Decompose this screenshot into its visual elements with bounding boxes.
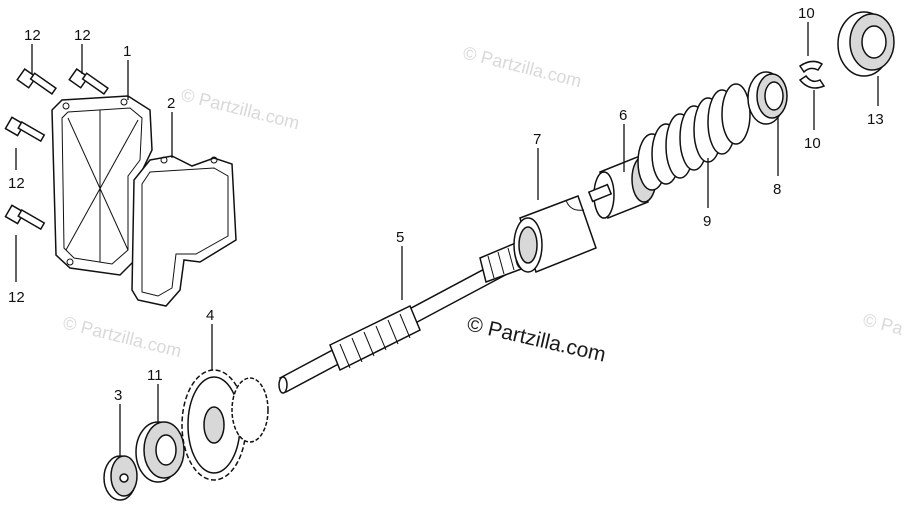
callout-12-top-left: 12 <box>24 27 41 44</box>
callout-12-middle: 12 <box>8 175 25 192</box>
callout-10-top: 10 <box>798 5 815 22</box>
callout-11: 11 <box>147 367 163 384</box>
callout-12-bottom: 12 <box>8 289 25 306</box>
bolt-12c <box>4 116 46 143</box>
bolt-12d <box>4 204 46 231</box>
bearing-part-13 <box>837 11 895 77</box>
collar-part-8 <box>747 71 788 125</box>
callout-2: 2 <box>167 95 175 112</box>
gasket-part-2 <box>131 155 237 307</box>
circlip-part-10-lower <box>798 74 826 89</box>
sleeve-part-7 <box>513 195 597 274</box>
main-shaft-part-5 <box>278 240 527 394</box>
bolt-12a <box>16 68 57 95</box>
callout-4: 4 <box>206 307 214 324</box>
callout-3: 3 <box>114 387 122 404</box>
callout-1: 1 <box>123 43 131 60</box>
callout-13: 13 <box>867 111 884 128</box>
callout-9: 9 <box>703 213 711 230</box>
callout-6: 6 <box>619 107 627 124</box>
callout-5: 5 <box>396 229 404 246</box>
cap-part-3 <box>103 455 138 501</box>
bearing-part-11 <box>135 421 185 483</box>
bolt-12b <box>68 68 109 95</box>
spring-part-9 <box>637 83 751 191</box>
callout-12-top: 12 <box>74 27 91 44</box>
callout-7: 7 <box>533 131 541 148</box>
leader-lines <box>15 22 879 456</box>
circlip-part-10-upper <box>798 60 824 74</box>
watermark-faint-4: © Pa <box>861 309 906 338</box>
callout-10-bottom: 10 <box>804 135 821 152</box>
watermark-main: © Partzilla.com <box>465 312 608 366</box>
watermark-faint-2: © Partzilla.com <box>461 42 584 91</box>
watermark-faint-1: © Partzilla.com <box>179 84 302 133</box>
callout-8: 8 <box>773 181 781 198</box>
gear-part-4 <box>181 369 269 481</box>
watermark-faint-3: © Partzilla.com <box>61 312 184 361</box>
